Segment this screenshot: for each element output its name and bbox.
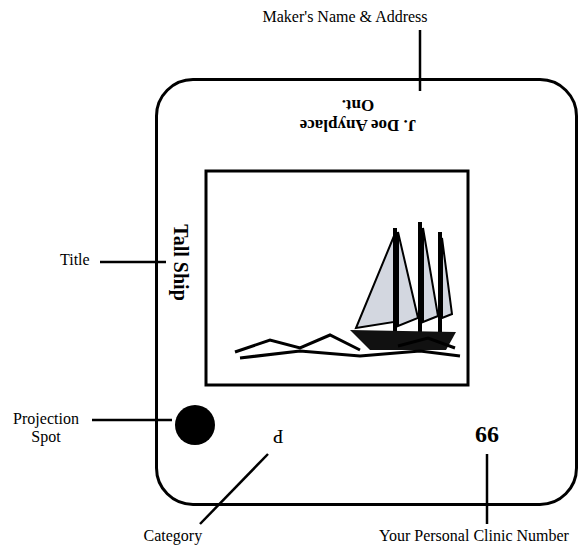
- category-letter: P: [273, 425, 284, 447]
- callout-label: Projection Spot: [5, 410, 87, 447]
- maker-address: J. Doe Anyplace Ont.: [293, 96, 423, 135]
- leader-line: [92, 419, 172, 422]
- leader-line: [486, 454, 489, 524]
- leader-lines: [92, 30, 487, 524]
- projection-spot: [175, 405, 215, 445]
- ship-drawing: [235, 222, 460, 358]
- callout-label: Maker's Name & Address: [263, 8, 428, 26]
- slide-title: Tall Ship: [168, 224, 191, 301]
- picture-window: [206, 171, 468, 385]
- callout-label: Your Personal Clinic Number: [379, 527, 569, 545]
- leader-line: [200, 454, 268, 524]
- callout-label: Category: [144, 527, 203, 545]
- clinic-number: 66: [475, 421, 499, 449]
- callout-label: Title: [60, 251, 90, 269]
- slide-mount: J. Doe Anyplace Ont. Tall ShipP 66: [155, 78, 578, 506]
- leader-line: [419, 30, 422, 91]
